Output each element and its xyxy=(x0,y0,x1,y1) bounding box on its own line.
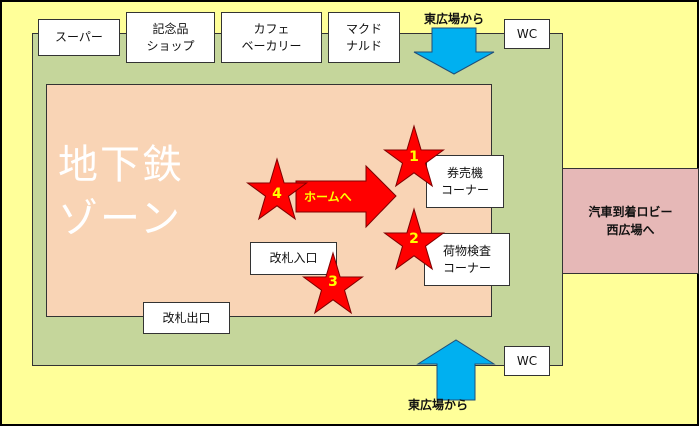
arrival-lobby: 汽車到着ロビー 西広場へ xyxy=(562,168,699,274)
wc-top: WC xyxy=(504,19,550,49)
subway-zone-title: 地下鉄 ゾーン xyxy=(58,142,184,242)
star-2 xyxy=(382,207,446,271)
entrance-label-bottom: 東広場から xyxy=(407,398,468,412)
shop-cafe: カフェ ベーカリー xyxy=(221,12,322,63)
home-arrow xyxy=(295,164,397,229)
entrance-arrow-bottom xyxy=(416,339,496,401)
shop-supermarket: スーパー xyxy=(38,19,120,56)
gate-exit: 改札出口 xyxy=(143,302,230,334)
star-4 xyxy=(245,157,309,221)
wc-bottom: WC xyxy=(504,346,550,376)
shop-souvenir: 記念品 ショップ xyxy=(126,12,215,63)
star-2-label: 2 xyxy=(409,231,419,247)
ticket-machine-corner: 券売機 コーナー xyxy=(426,155,504,208)
star-1-label: 1 xyxy=(409,149,419,165)
shop-mcdonalds: マクド ナルド xyxy=(328,12,400,63)
star-3-label: 3 xyxy=(328,274,338,290)
home-arrow-label: ホームへ xyxy=(304,190,352,204)
star-4-label: 4 xyxy=(272,186,282,202)
entrance-label-top: 東広場から xyxy=(423,12,484,26)
star-3 xyxy=(301,251,365,315)
gate-entry: 改札入口 xyxy=(250,242,337,275)
star-1 xyxy=(382,124,446,188)
entrance-arrow-top xyxy=(413,27,495,75)
baggage-check-corner: 荷物検査 コーナー xyxy=(424,233,510,286)
